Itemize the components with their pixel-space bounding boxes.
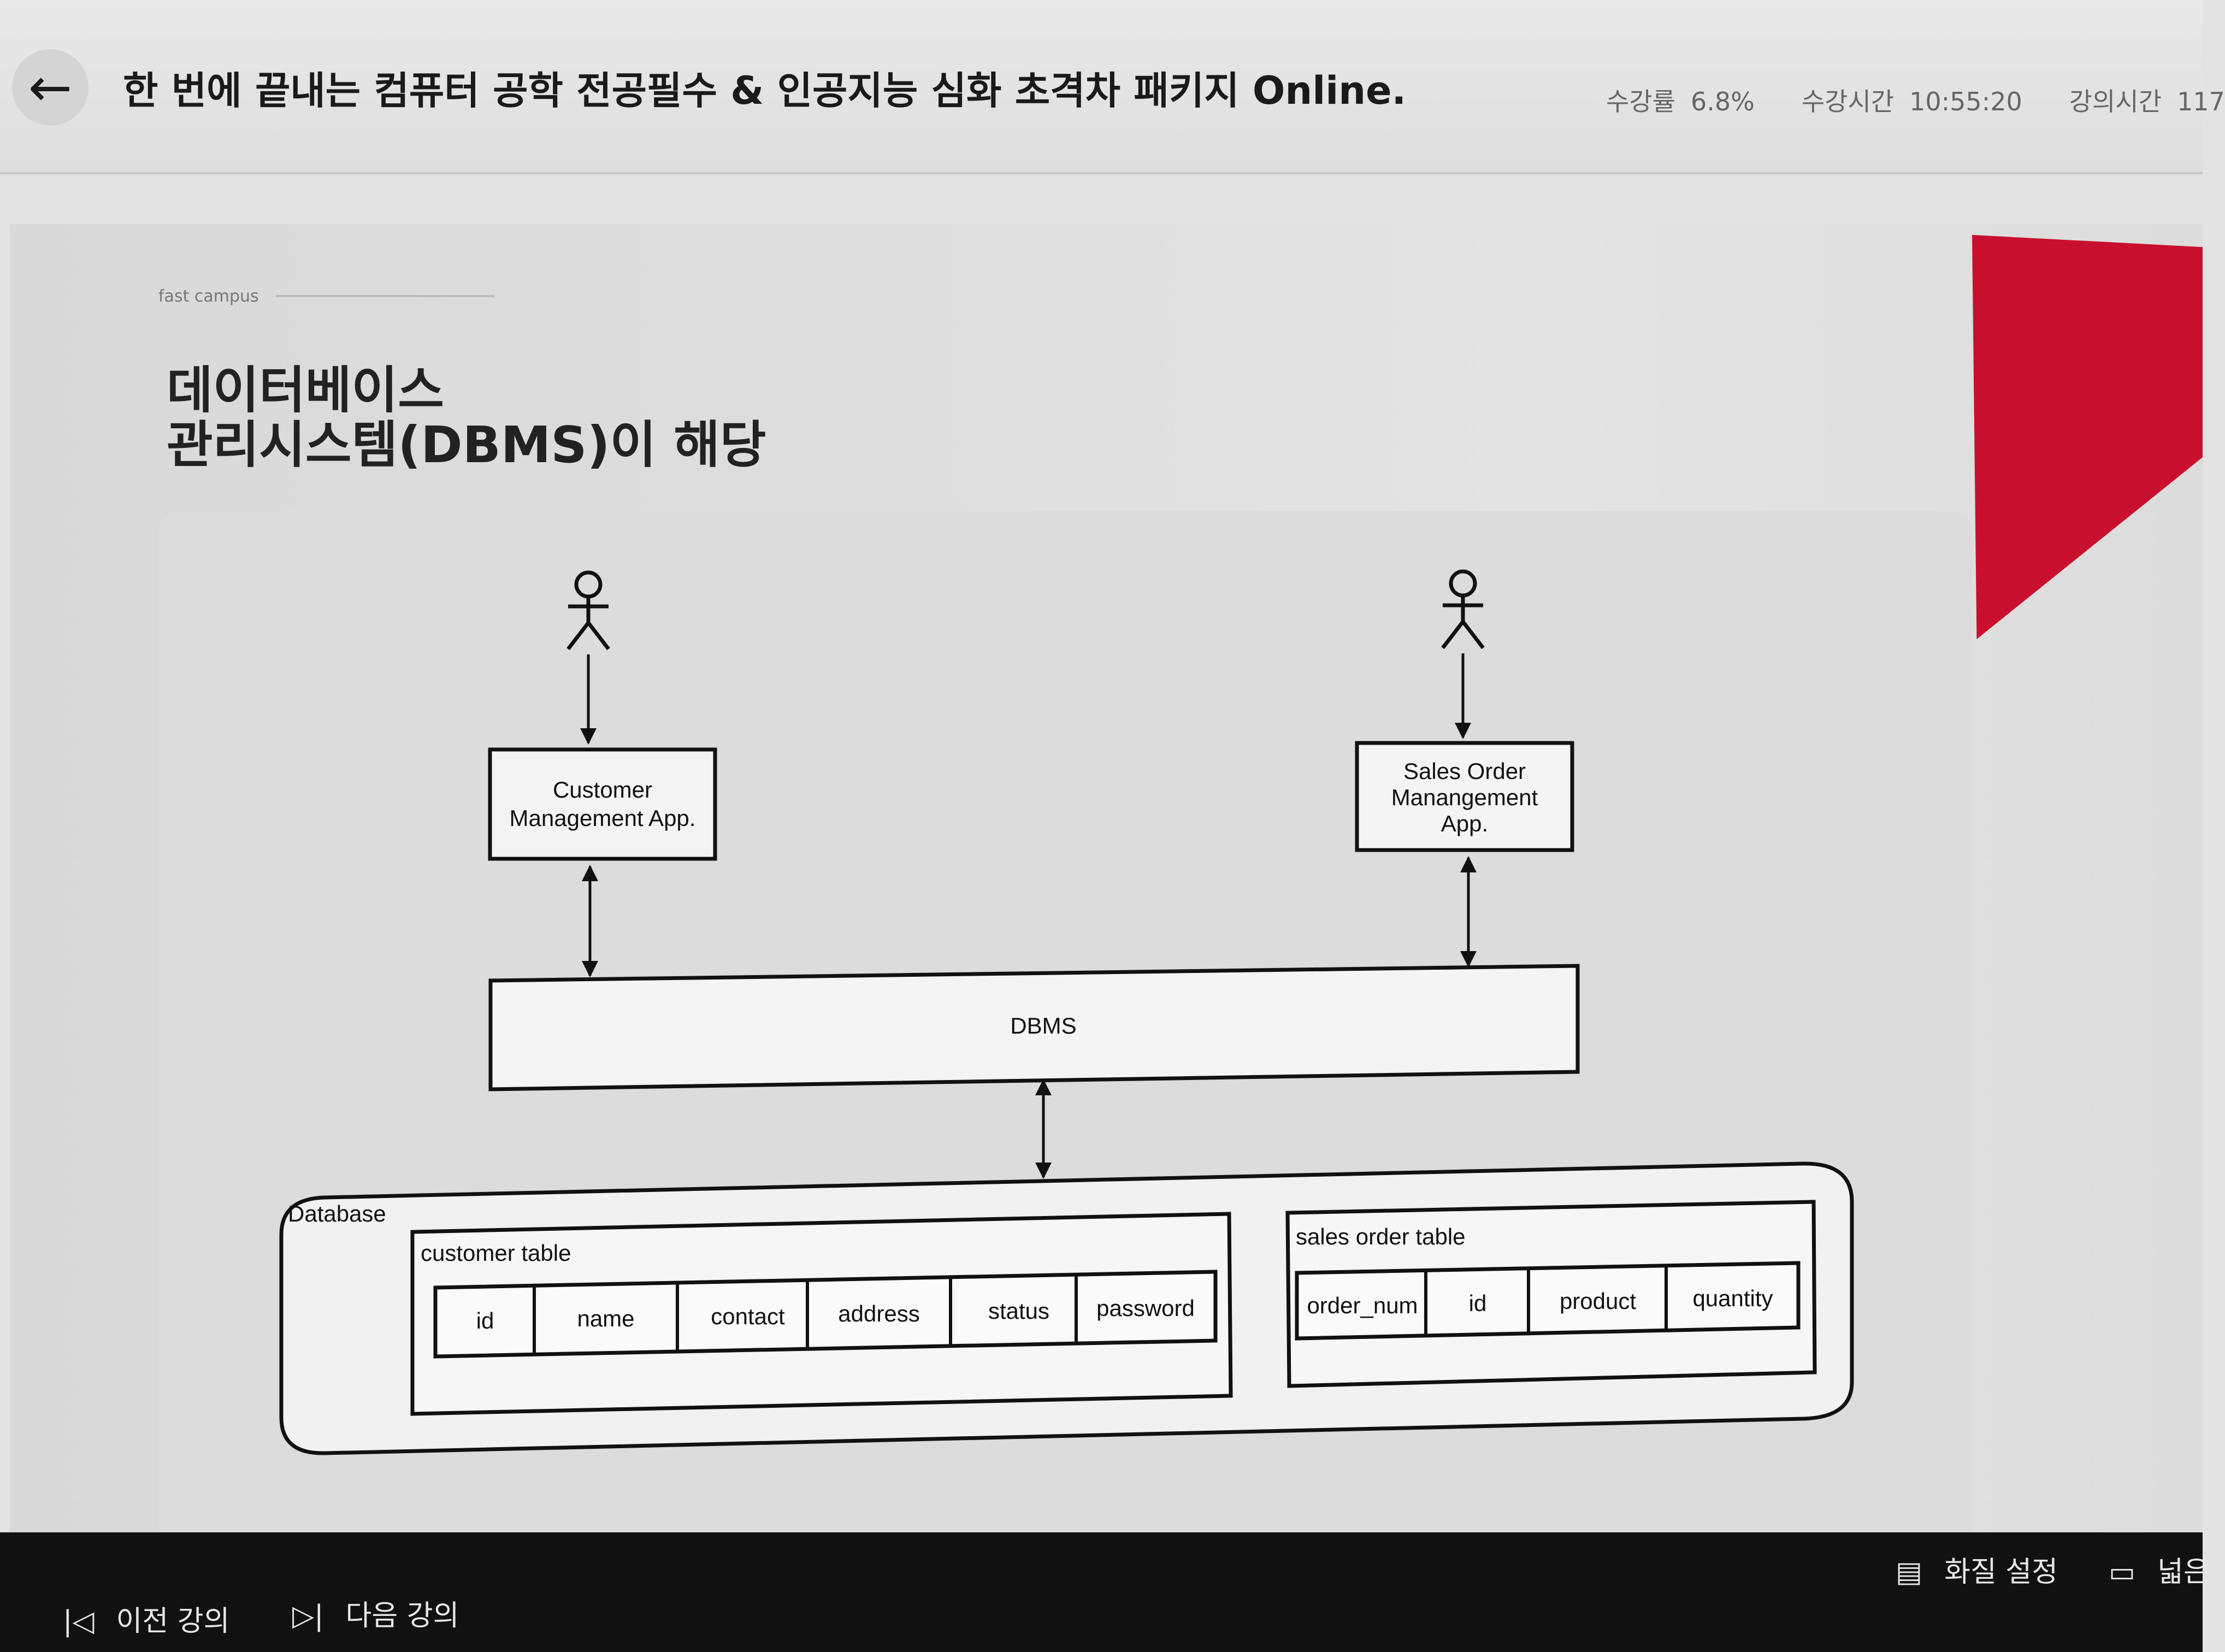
customer-column: password — [1096, 1295, 1195, 1321]
customer-app-box — [488, 747, 717, 861]
dbms-label: DBMS — [1010, 1013, 1076, 1039]
brand-divider — [276, 295, 494, 297]
lecture-time-label: 강의시간 — [2069, 87, 2162, 116]
previous-lecture-button[interactable]: |◁ 이전 강의 — [63, 1598, 229, 1639]
watch-time-label: 수강시간 — [1801, 87, 1895, 116]
customer-app-label-2: Management App. — [510, 805, 696, 831]
skip-previous-icon: |◁ — [63, 1605, 95, 1638]
wide-view-button[interactable]: ▭ 넓은 — [2109, 1549, 2210, 1590]
slide-title-line2: 관리시스템(DBMS)이 해당 — [167, 416, 766, 474]
wide-view-label: 넓은 — [2157, 1556, 2210, 1589]
sales-app-label-2: Manangement — [1391, 784, 1538, 810]
quality-settings-label: 화질 설정 — [1944, 1556, 2058, 1589]
wide-view-icon: ▭ — [2109, 1556, 2136, 1589]
sales-column: product — [1560, 1288, 1636, 1314]
lecture-stats: 수강률 6.8% 수강시간 10:55:20 강의시간 117 — [1606, 82, 2225, 118]
top-bar: ← 한 번에 끝내는 컴퓨터 공학 전공필수 & 인공지능 심화 초격차 패키지… — [0, 0, 2225, 174]
skip-next-icon: ▷| — [292, 1600, 324, 1632]
sales-app-label-1: Sales Order — [1403, 758, 1526, 784]
sales-order-table-label: sales order table — [1296, 1224, 1466, 1249]
customer-columns-row — [433, 1270, 1218, 1359]
sales-column: order_num — [1307, 1293, 1418, 1318]
next-lecture-label: 다음 강의 — [345, 1600, 459, 1632]
course-title: 한 번에 끝내는 컴퓨터 공학 전공필수 & 인공지능 심화 초격차 패키지 O… — [123, 68, 1407, 113]
sales-app-label-3: App. — [1441, 811, 1488, 836]
slide-title-line1: 데이터베이스 — [167, 361, 444, 420]
progress-label: 수강률 — [1606, 87, 1675, 116]
customer-table-label: customer table — [421, 1240, 571, 1266]
sales-column: id — [1469, 1290, 1487, 1316]
brand-logo: fast campus — [158, 287, 259, 306]
back-button[interactable]: ← — [12, 49, 88, 126]
customer-column: id — [476, 1308, 494, 1334]
user-icon — [566, 570, 610, 651]
customer-app-label-1: Customer — [553, 777, 652, 803]
sales-column: quantity — [1692, 1285, 1773, 1311]
player-control-bar: |◁ 이전 강의 ▷| 다음 강의 ▤ 화질 설정 ▭ 넓은 — [0, 1532, 2210, 1652]
dbms-diagram: Customer Management App. Sales Order Man… — [279, 569, 1854, 1455]
database-label: Database — [288, 1201, 386, 1226]
quality-settings-button[interactable]: ▤ 화질 설정 — [1896, 1549, 2058, 1590]
customer-column: status — [988, 1298, 1049, 1324]
lecture-time-value: 117 — [2177, 87, 2225, 116]
next-lecture-button[interactable]: ▷| 다음 강의 — [292, 1592, 459, 1633]
dbms-box — [488, 964, 1580, 1092]
customer-column: address — [838, 1301, 919, 1326]
previous-lecture-label: 이전 강의 — [116, 1605, 230, 1638]
user-icon — [1441, 569, 1485, 650]
watch-time-value: 10:55:20 — [1909, 87, 2022, 116]
quality-icon: ▤ — [1896, 1556, 1923, 1589]
customer-column: contact — [711, 1303, 785, 1329]
slide-title: 데이터베이스 관리시스템(DBMS)이 해당 — [167, 363, 766, 473]
sales-columns-row — [1295, 1261, 1801, 1341]
customer-column: name — [577, 1306, 634, 1331]
progress-value: 6.8% — [1690, 87, 1755, 116]
arrow-left-icon: ← — [28, 57, 73, 118]
sales-order-app-box — [1355, 741, 1574, 852]
